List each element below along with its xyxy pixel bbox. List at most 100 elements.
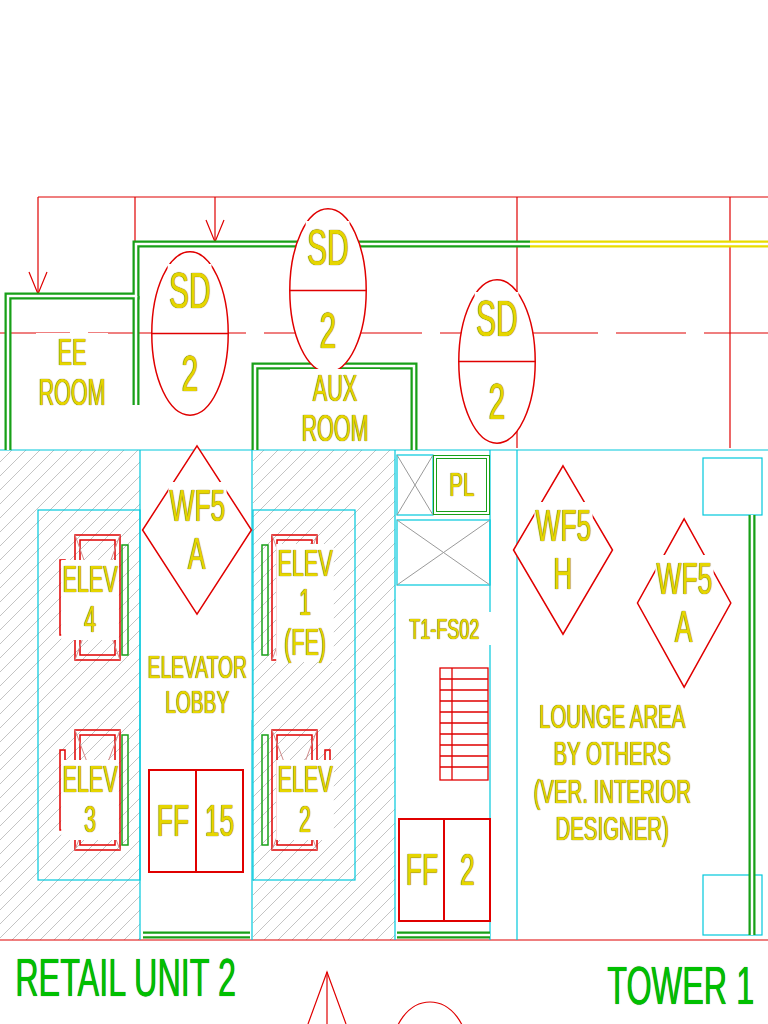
cyan-outline <box>397 520 490 585</box>
plan-text: 2 <box>459 846 476 894</box>
wall <box>749 515 756 935</box>
unit-label: RETAIL UNIT 2 <box>14 948 264 1007</box>
elevator-car: ELEV 3 <box>42 756 138 843</box>
grid-line <box>214 197 215 242</box>
tag-half: SD <box>151 251 229 334</box>
wall-core <box>530 243 768 246</box>
plan-text: H <box>552 550 573 598</box>
callout-divider <box>290 289 366 291</box>
wall <box>397 932 490 939</box>
elevator-door <box>122 735 128 845</box>
section-callout: SD 2 <box>289 208 367 373</box>
stair-symbol <box>440 668 488 780</box>
plan-text: EE ROOM <box>36 333 108 412</box>
wall-core <box>8 244 530 450</box>
grid-line <box>29 272 47 294</box>
tag-half: 2 <box>289 290 367 373</box>
void-cross <box>397 520 490 585</box>
plan-text: FF <box>155 797 190 845</box>
plan-text: SD <box>168 264 212 319</box>
cyan-outline <box>139 450 140 940</box>
callout-divider <box>152 332 228 334</box>
fixture-tag: FF 2 <box>398 818 491 923</box>
cyan-outline <box>0 449 768 450</box>
stair-symbol <box>451 668 452 780</box>
cyan-outline <box>38 510 140 880</box>
plan-text: WF5 <box>534 502 592 550</box>
stair-symbol <box>440 668 488 780</box>
plan-text: WF5 <box>168 482 226 530</box>
hatch-area <box>0 450 140 940</box>
cyan-outline <box>394 450 395 940</box>
plan-text: RETAIL UNIT 2 <box>14 948 266 1007</box>
plan-text: ELEVATOR LOBBY <box>143 650 251 720</box>
cyan-outline <box>397 455 433 515</box>
elevator-door <box>262 545 268 655</box>
elevator-door <box>262 735 268 845</box>
wall-core <box>397 934 490 937</box>
wall-core <box>255 366 414 450</box>
wall <box>8 244 530 450</box>
tag-half: 2 <box>458 361 536 444</box>
void-cross <box>397 455 433 515</box>
cyan-outline <box>516 450 517 940</box>
section-callout: SD 2 <box>458 279 536 444</box>
elevator-car: ELEV 2 <box>257 756 353 843</box>
tag-half: SD <box>289 208 367 291</box>
wall-core <box>751 515 754 935</box>
area-note: LOUNGE AREA BY OTHERS (VER. INTERIOR DES… <box>524 698 698 848</box>
hatch-area <box>253 450 395 940</box>
glazed-wall <box>530 241 768 248</box>
glazed-wall <box>530 241 768 248</box>
hatch-area <box>0 450 395 940</box>
elevator-car: ELEV 1 (FE) <box>257 540 353 667</box>
plan-text: ELEV 2 <box>276 760 334 839</box>
void-cross <box>397 455 490 585</box>
grid-line <box>392 1002 468 1024</box>
plan-text: T1-FS02 <box>397 612 491 645</box>
plan-text: ELEV 1 (FE) <box>276 544 334 663</box>
callout-outline <box>152 251 228 414</box>
tag-half: FF <box>400 820 444 921</box>
area-label: ELEVATOR LOBBY <box>143 650 249 720</box>
plan-text: 2 <box>318 304 337 359</box>
room: AUX ROOM <box>260 365 410 452</box>
dashed-grid-line <box>0 332 768 333</box>
plan-text: AUX ROOM <box>290 369 380 448</box>
grid-line <box>0 939 768 940</box>
tower-label: TOWER 1 <box>606 956 762 1015</box>
callout-outline <box>290 208 366 371</box>
cyan-outline <box>0 450 768 940</box>
plan-text: A <box>674 603 694 651</box>
plan-text: FF <box>404 846 439 894</box>
plan-text: LOUNGE AREA BY OTHERS (VER. INTERIOR DES… <box>524 698 700 848</box>
cyan-outline <box>251 450 252 940</box>
plan-text: WF5 <box>655 555 713 603</box>
cyan-outline <box>703 458 762 515</box>
callout-divider <box>459 360 535 362</box>
wall-core <box>143 934 250 937</box>
room: EE ROOM <box>12 300 132 445</box>
plan-text: ELEV 3 <box>61 760 119 839</box>
finish-tag: WF5A <box>142 445 252 615</box>
grid-line <box>326 972 327 1024</box>
plan-text: 2 <box>180 347 199 402</box>
wall <box>133 296 140 405</box>
fixture-tag: FF15 <box>148 769 244 874</box>
elevator-door <box>122 545 128 655</box>
finish-tag: WF5A <box>637 518 731 688</box>
plan-text: TOWER 1 <box>606 956 764 1015</box>
pipe-shaft: PL <box>433 455 490 515</box>
tag-outline <box>637 519 730 687</box>
elevator-car: ELEV 4 <box>42 556 138 643</box>
wall-core <box>8 244 768 935</box>
plan-text: SD <box>475 292 519 347</box>
wall <box>255 366 414 450</box>
tag-outline <box>514 466 613 634</box>
grid-line <box>308 972 346 1024</box>
wall-core <box>135 296 138 405</box>
grid-line <box>0 197 768 1024</box>
tag-half: 2 <box>443 820 489 921</box>
